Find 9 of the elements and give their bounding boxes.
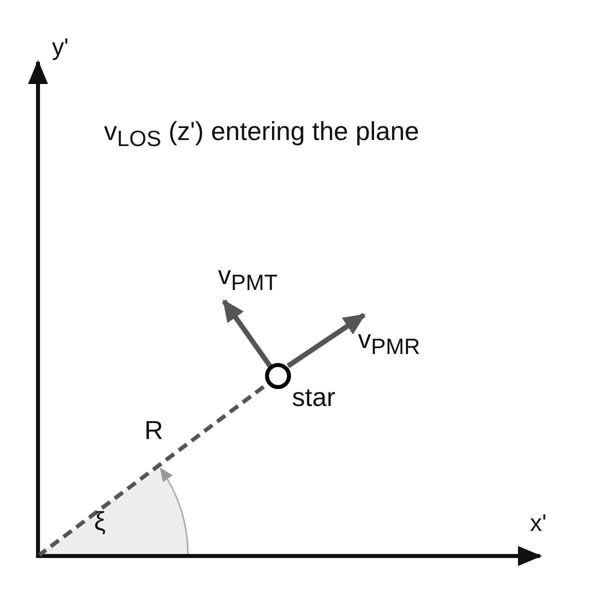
- origin-point: [36, 554, 40, 558]
- edge-label: R: [144, 417, 164, 444]
- vector-label: v$_{PMT}$: [218, 262, 278, 288]
- star-label: star: [292, 384, 336, 410]
- annotation-text: v$_{LOS}$ (z') entering the plane: [104, 118, 420, 144]
- angle-label: ξ: [94, 508, 106, 534]
- axis-label: y': [52, 36, 69, 60]
- vector-label: v$_{PMR}$: [358, 326, 420, 352]
- axis-label: x': [530, 512, 547, 536]
